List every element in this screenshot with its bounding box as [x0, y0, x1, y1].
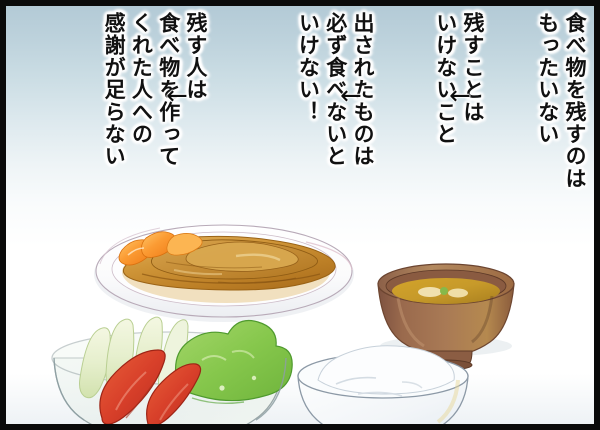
panel-background-table [6, 244, 594, 424]
speech-text-group-3: 出されたものは 必ず食べないと いけない！ [296, 12, 375, 168]
left-arrow-icon-2: ← [340, 81, 362, 111]
left-arrow-icon-1: ← [449, 81, 471, 111]
speech-text-group-2: 残すことは いけないこと [433, 12, 485, 146]
left-arrow-icon-3: ← [166, 81, 188, 111]
speech-text-group-1: 食べ物を残すのは もったいない [535, 12, 587, 190]
panel-background-sky [6, 6, 594, 246]
speech-text-group-4: 残す人は 食べ物を作って くれた人への 感謝が足らない [102, 12, 208, 168]
